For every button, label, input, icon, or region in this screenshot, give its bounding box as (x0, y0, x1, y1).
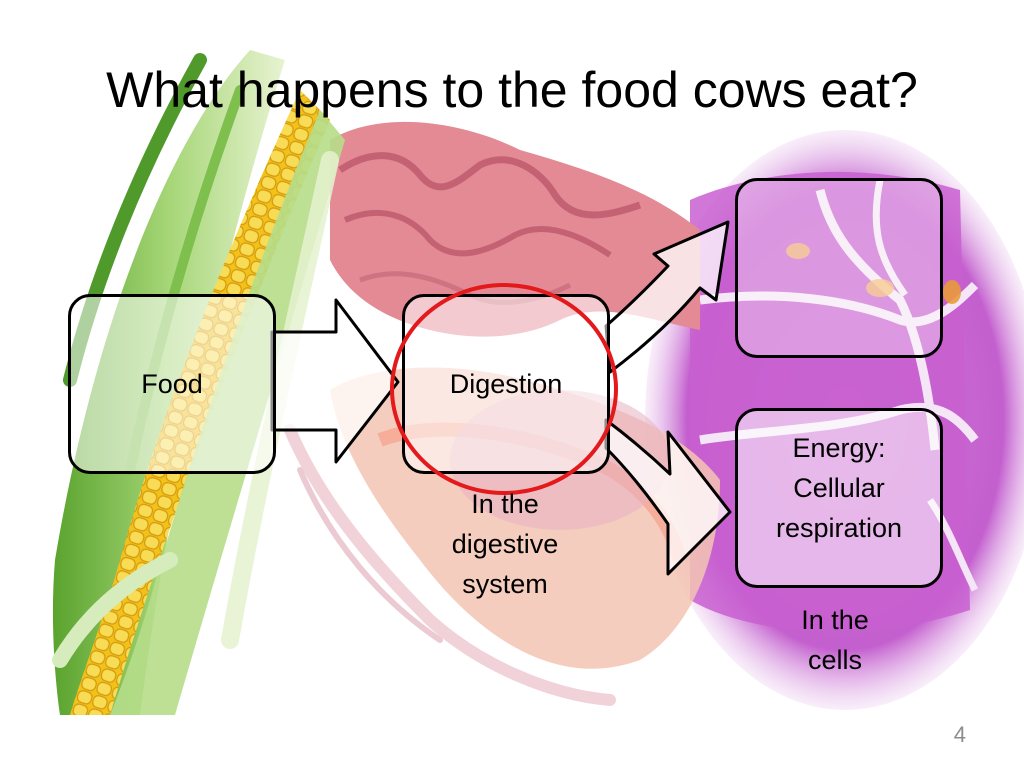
digestive-system-caption: In the digestive system (420, 484, 590, 604)
energy-label-line: Energy: (792, 433, 886, 463)
food-label: Food (141, 369, 203, 399)
caption-line: In the (801, 605, 869, 635)
energy-label: Energy: Cellular respiration (770, 428, 908, 548)
caption-line: cells (807, 645, 862, 675)
cells-caption: In the cells (750, 600, 920, 680)
page-number: 4 (953, 722, 966, 747)
digestion-box: Digestion (402, 294, 610, 474)
arrow-right (604, 418, 732, 576)
caption-line: system (462, 569, 548, 599)
cell-box-empty (735, 178, 943, 358)
arrow-right (604, 220, 730, 374)
arrow-right (270, 298, 400, 464)
caption-line: In the (471, 489, 539, 519)
food-box: Food (68, 294, 276, 474)
energy-box: Energy: Cellular respiration (735, 408, 943, 588)
energy-label-line: respiration (775, 513, 903, 543)
slide-title: What happens to the food cows eat? (106, 62, 918, 118)
energy-label-line: Cellular (793, 473, 885, 503)
digestion-label: Digestion (449, 369, 563, 399)
caption-line: digestive (451, 529, 559, 559)
